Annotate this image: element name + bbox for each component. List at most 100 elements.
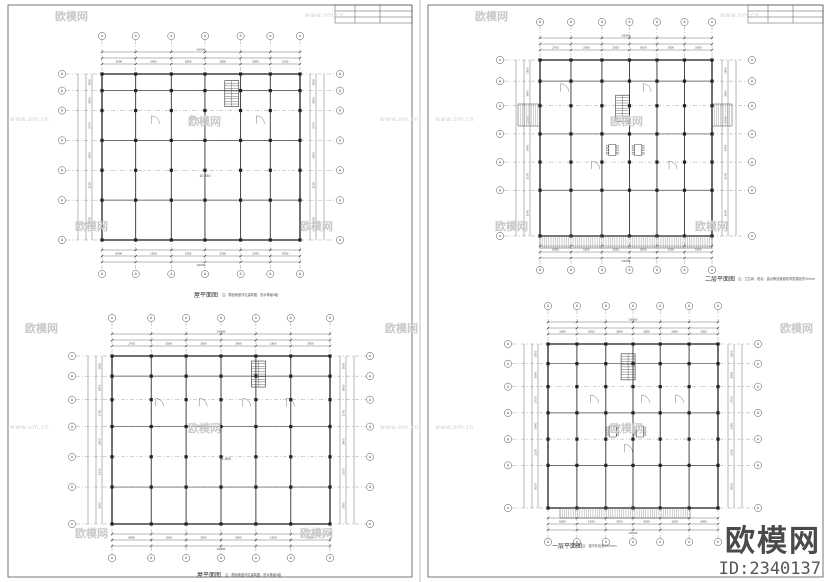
grid-label: A: [61, 89, 64, 93]
dimension-tick: [100, 254, 104, 258]
watermark-url: www.om.cn: [10, 116, 50, 123]
grid-label: A: [688, 540, 691, 544]
structural-column: [254, 374, 258, 378]
plan-note: 注：屋面坡度详见建筑图，防水等级II级: [225, 573, 282, 577]
dimension-tick: [169, 248, 173, 252]
grid-bubble: [58, 196, 66, 205]
grid-label: A: [717, 540, 720, 544]
door-swing: [151, 115, 160, 124]
grid-bubble: [366, 452, 374, 461]
structural-column: [100, 138, 104, 142]
dimension-tick: [203, 56, 207, 60]
dimension-tick: [289, 544, 293, 548]
structural-column: [149, 398, 153, 402]
grid-label: A: [339, 198, 342, 202]
dimension-text: 2700: [312, 122, 316, 129]
dimension-text: 3000: [150, 60, 157, 64]
structural-column: [239, 72, 243, 76]
grid-bubble: [496, 130, 504, 138]
structural-column: [268, 108, 272, 113]
dimension-tick: [687, 332, 691, 336]
dimension-tick: [687, 320, 691, 324]
grid-label: A: [499, 79, 502, 83]
dining-table: [634, 144, 642, 156]
dimension-text: 3000: [235, 342, 242, 346]
grid-label: A: [369, 374, 372, 378]
chair: [606, 148, 609, 152]
dimension-tick: [600, 256, 604, 260]
dimension-text: 1800: [526, 67, 530, 74]
dimension-text: 1500: [671, 520, 678, 524]
door-swing: [190, 115, 200, 124]
structural-column: [328, 354, 332, 358]
grid-bubble: [504, 409, 512, 417]
dimension-tick: [600, 250, 604, 254]
dimension-text: 2100: [88, 182, 92, 189]
structural-column: [682, 79, 687, 83]
dimension-text: 1500: [150, 252, 157, 256]
dimension-tick: [628, 250, 631, 254]
structural-column: [682, 58, 687, 62]
dimension-tick: [710, 48, 714, 52]
dimension-tick: [716, 326, 720, 330]
grid-bubble: [131, 270, 140, 278]
dimension-tick: [298, 254, 302, 258]
structural-column: [710, 132, 714, 136]
grid-label: A: [71, 522, 74, 526]
grid-label: A: [757, 437, 760, 441]
dimension-text: 3900: [98, 384, 102, 391]
dimension-text: 16000: [217, 547, 226, 551]
dimension-tick: [546, 528, 550, 532]
dimension-tick: [100, 56, 104, 60]
grid-label: A: [576, 304, 579, 308]
grid-bubble: [336, 166, 344, 175]
grid-label: A: [135, 34, 138, 38]
structural-column: [658, 437, 662, 441]
structural-column: [149, 374, 153, 378]
dimension-tick: [631, 326, 635, 330]
structural-column: [289, 522, 293, 526]
structural-column: [604, 411, 608, 415]
grid-bubble: [182, 554, 190, 562]
structural-column: [655, 160, 659, 164]
structural-column: [203, 108, 207, 113]
dimension-text: 1500: [270, 536, 277, 540]
structural-column: [328, 522, 332, 526]
grid-label: A: [185, 556, 188, 560]
grid-bubble: [680, 18, 689, 26]
grid-label: A: [255, 316, 258, 320]
grid-label: A: [240, 34, 243, 38]
grid-label: A: [111, 556, 114, 560]
dimension-tick: [569, 256, 573, 260]
grid-label: A: [71, 425, 74, 429]
dimension-tick: [169, 260, 173, 264]
structural-column: [627, 132, 632, 136]
chair: [641, 152, 645, 155]
dimension-text: 2100: [534, 449, 538, 456]
structural-column: [110, 398, 114, 402]
grid-label: A: [751, 188, 754, 192]
grid-label: A: [290, 316, 293, 320]
grid-label: A: [101, 34, 104, 38]
dimension-tick: [628, 256, 631, 260]
structural-column: [655, 188, 659, 192]
dimension-tick: [710, 36, 714, 40]
door-swing: [256, 115, 265, 124]
structural-column: [134, 108, 138, 113]
grid-bubble: [625, 18, 634, 26]
dimension-tick: [687, 522, 691, 526]
structural-column: [546, 437, 550, 441]
grid-bubble: [601, 302, 610, 310]
grid-bubble: [536, 266, 544, 274]
dimension-tick: [219, 338, 223, 342]
plan-title: 屋平面图: [194, 292, 219, 299]
structural-column: [298, 108, 302, 113]
grid-bubble: [336, 86, 344, 95]
structural-column: [100, 168, 104, 172]
structural-column: [658, 362, 662, 366]
dimension-tick: [716, 522, 720, 526]
grid-label: A: [61, 139, 64, 143]
grid-label: A: [507, 362, 510, 366]
grid-bubble: [58, 136, 66, 145]
structural-column: [687, 362, 691, 366]
